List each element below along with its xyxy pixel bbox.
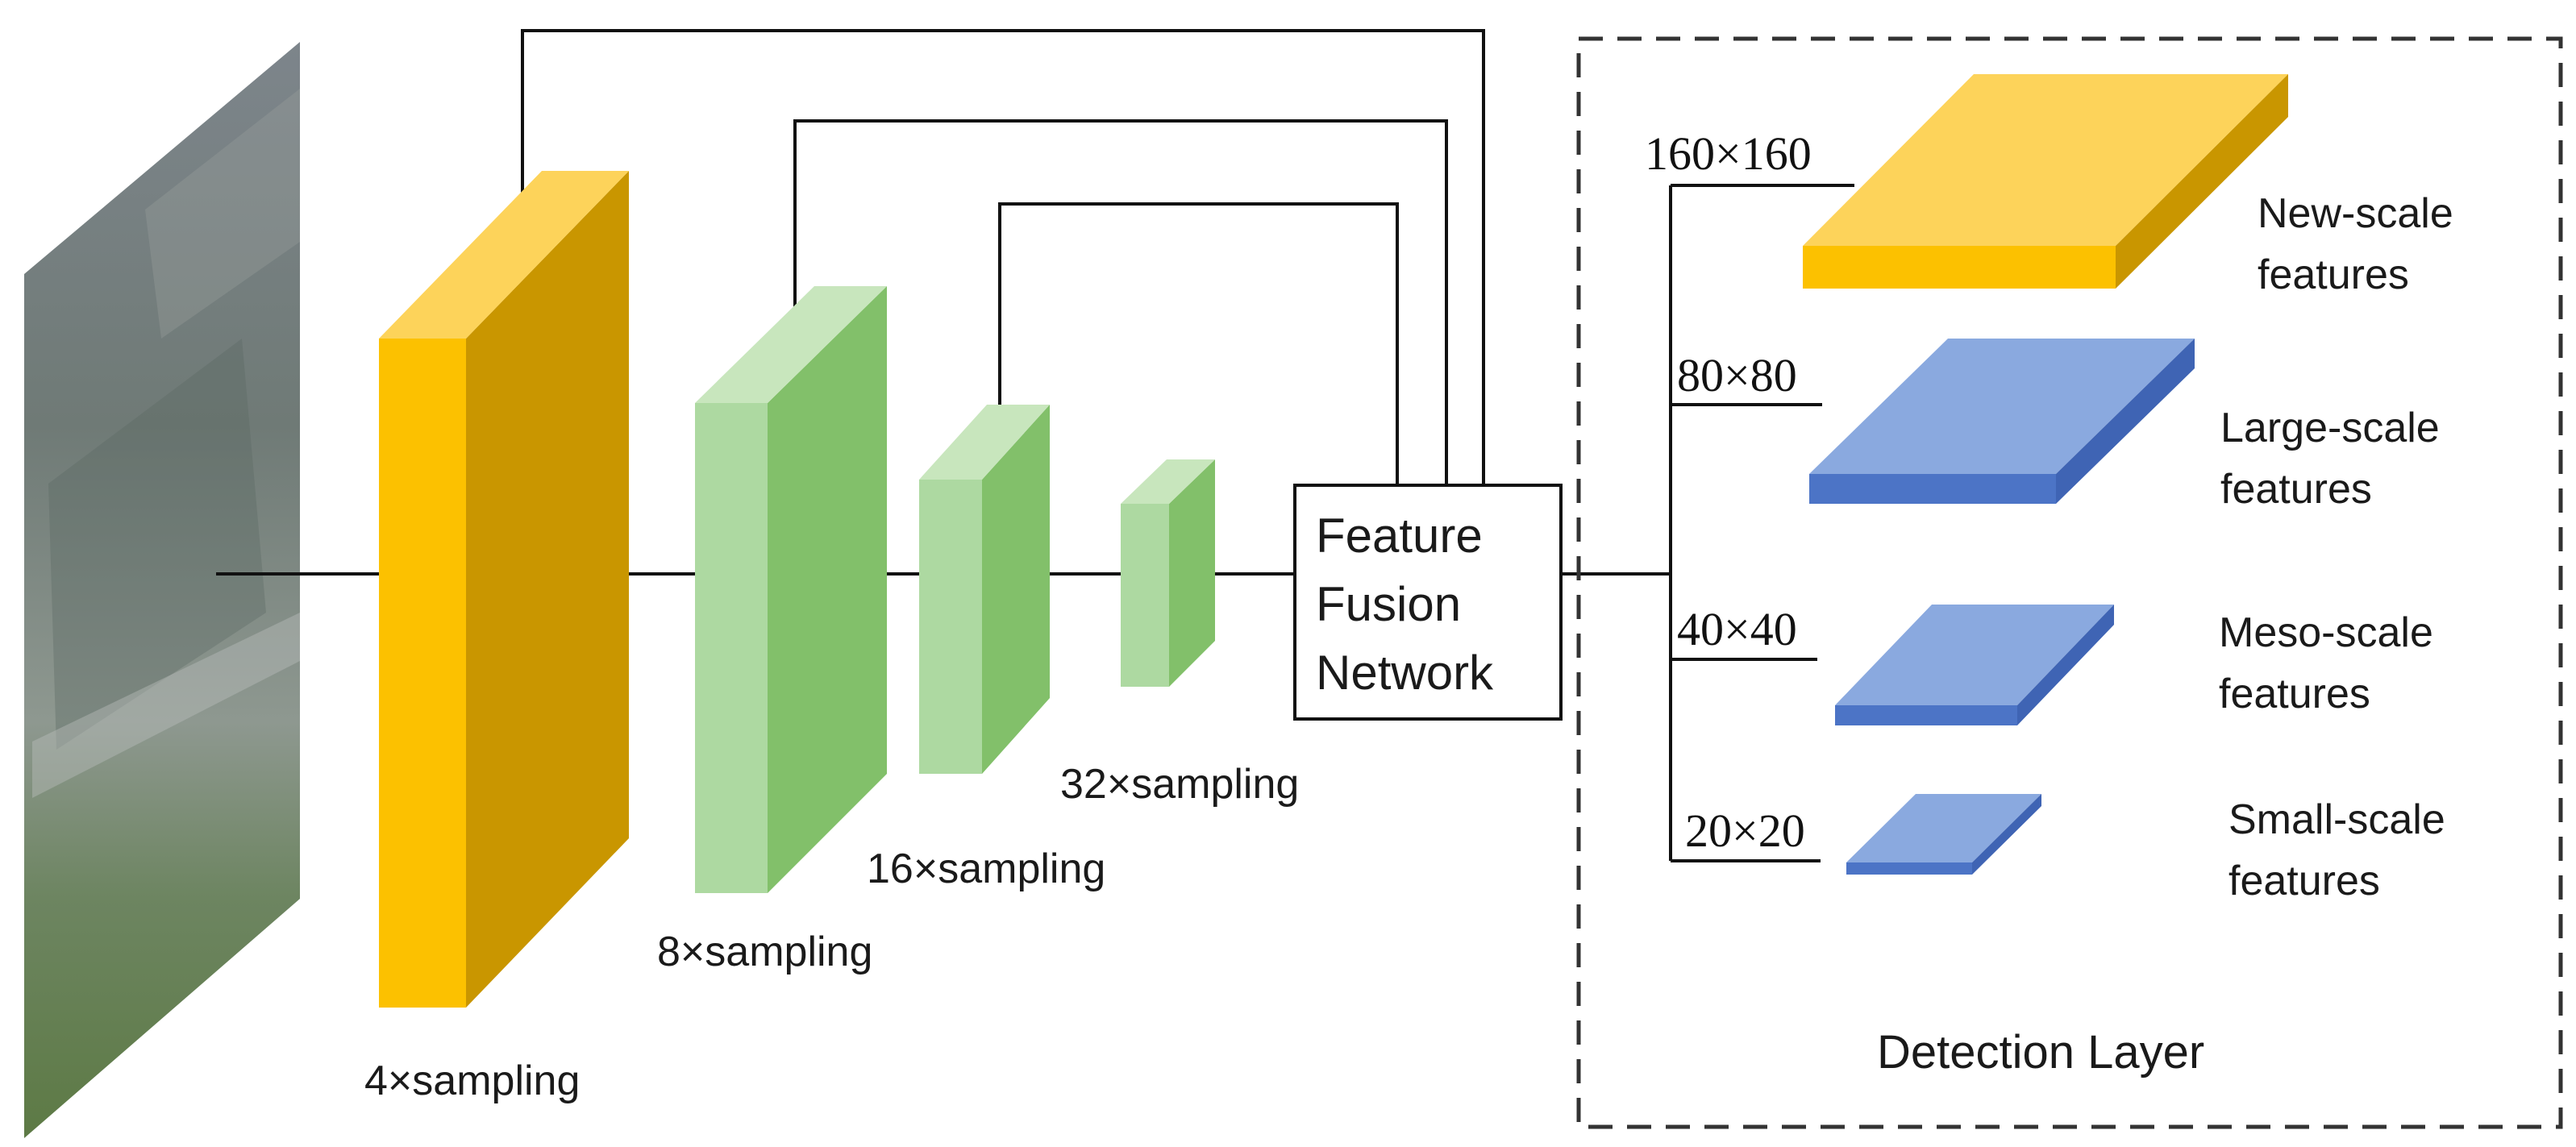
svg-text:Small-scale: Small-scale bbox=[2229, 796, 2445, 843]
feature-block-8x bbox=[695, 286, 887, 893]
fusion-line-1: Feature bbox=[1316, 509, 1483, 563]
svg-text:Meso-scale: Meso-scale bbox=[2219, 609, 2433, 656]
stage-label-16x: 16×sampling bbox=[867, 846, 1105, 892]
detection-layer-title: Detection Layer bbox=[1877, 1026, 2204, 1078]
svg-text:Large-scale: Large-scale bbox=[2220, 405, 2440, 451]
output-size-80: 80×80 bbox=[1677, 349, 1797, 401]
svg-text:features: features bbox=[2220, 466, 2372, 513]
output-desc-large-scale: Large-scale features bbox=[2220, 405, 2440, 513]
svg-text:features: features bbox=[2219, 671, 2370, 717]
feature-block-4x bbox=[379, 171, 629, 1008]
fusion-line-3: Network bbox=[1316, 646, 1494, 700]
input-image-icon bbox=[24, 42, 300, 1138]
feature-fusion-network-box: Feature Fusion Network bbox=[1293, 484, 1563, 721]
stage-label-8x: 8×sampling bbox=[657, 929, 872, 975]
output-branches bbox=[1669, 184, 1854, 862]
svg-text:features: features bbox=[2258, 251, 2409, 298]
output-size-40: 40×40 bbox=[1677, 603, 1797, 655]
feature-block-16x bbox=[919, 405, 1050, 774]
output-desc-small-scale: Small-scale features bbox=[2229, 796, 2445, 904]
stage-label-4x: 4×sampling bbox=[364, 1058, 580, 1104]
stage-label-32x: 32×sampling bbox=[1060, 761, 1299, 808]
detection-layer-frame bbox=[1576, 36, 2563, 1129]
output-slab-small-scale bbox=[1846, 794, 2041, 875]
output-slab-large-scale bbox=[1809, 339, 2195, 504]
output-slab-meso-scale bbox=[1835, 605, 2114, 725]
output-size-20: 20×20 bbox=[1685, 804, 1805, 857]
svg-text:features: features bbox=[2229, 858, 2380, 904]
output-desc-new-scale: New-scale features bbox=[2258, 190, 2453, 298]
svg-text:New-scale: New-scale bbox=[2258, 190, 2453, 237]
output-desc-meso-scale: Meso-scale features bbox=[2219, 609, 2433, 717]
output-size-160: 160×160 bbox=[1645, 127, 1812, 180]
fusion-line-2: Fusion bbox=[1316, 577, 1461, 631]
skip-connections bbox=[521, 29, 1485, 485]
output-slab-new-scale bbox=[1803, 74, 2288, 289]
feature-block-32x bbox=[1121, 459, 1215, 687]
